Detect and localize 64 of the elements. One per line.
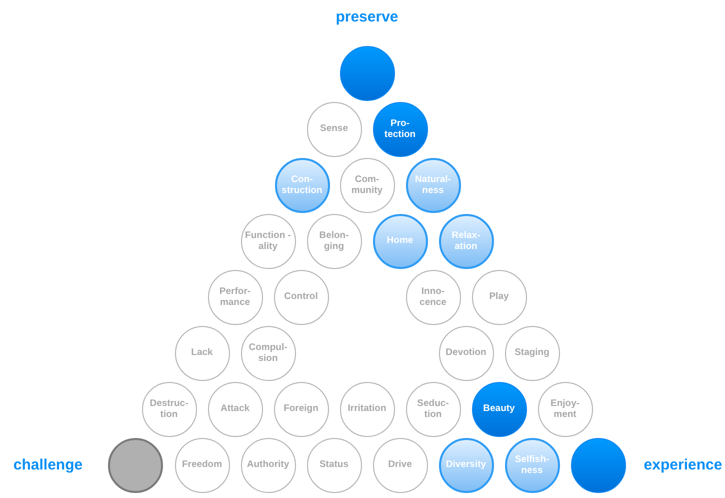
node-label: Pro- tection — [383, 118, 417, 140]
circle-node — [438, 438, 494, 492]
circle-node — [406, 382, 460, 436]
node-label: Enjoy- ment — [549, 398, 581, 420]
node-label: Attack — [219, 403, 251, 415]
circle-node — [240, 214, 296, 268]
node-label: Status — [318, 459, 350, 471]
circle-node — [372, 438, 428, 492]
node-label: Diversity — [444, 459, 488, 471]
node-label: Belon- ging — [318, 230, 350, 252]
node-label: Inno- cence — [418, 286, 448, 308]
node-label: Sense — [319, 123, 349, 135]
circle-node — [306, 102, 362, 156]
node-label: Foreign — [282, 403, 320, 415]
circle-node — [340, 158, 394, 212]
node-label: Perfor- mance — [218, 286, 252, 308]
circle-node — [208, 382, 262, 436]
node-label: Seduc- tion — [416, 398, 450, 420]
node-label: Con- struction — [280, 174, 324, 196]
node-label: Relax- ation — [450, 230, 482, 252]
node-label: Beauty — [482, 403, 516, 415]
circle-node — [208, 270, 262, 324]
node-label: Devotion — [444, 347, 488, 359]
node-label: Freedom — [180, 459, 224, 471]
circle-node — [406, 270, 460, 324]
circle-node — [142, 382, 196, 436]
node-label: Irritation — [346, 403, 388, 415]
node-label: Control — [283, 291, 319, 303]
circle-node — [372, 214, 428, 268]
node-label: Function -ality — [244, 230, 292, 252]
node-label: Home — [386, 235, 414, 247]
circle-node — [274, 382, 328, 436]
filled-circle — [108, 438, 162, 492]
circle-node — [174, 438, 230, 492]
pole-label: challenge — [13, 456, 83, 474]
circle-node — [274, 158, 330, 212]
node-label: Authority — [246, 459, 290, 471]
circle-node — [306, 438, 362, 492]
circle-node — [472, 270, 526, 324]
node-label: Drive — [387, 459, 413, 471]
node-label: Selfish- ness — [514, 454, 550, 476]
pole-label: experience — [644, 456, 722, 474]
node-label: Destruc- tion — [148, 398, 190, 420]
circle-node — [504, 326, 560, 380]
circle-node — [174, 326, 230, 380]
circle-node — [438, 214, 494, 268]
circle-node — [372, 102, 428, 156]
node-label: Lack — [190, 347, 214, 359]
filled-circle — [570, 438, 626, 492]
circle-node — [406, 158, 460, 212]
node-label: Com- munity — [350, 174, 384, 196]
circle-node — [472, 382, 526, 436]
circle-node — [274, 270, 328, 324]
circle-node — [538, 382, 592, 436]
node-label: Play — [488, 291, 510, 303]
circle-node — [504, 438, 560, 492]
node-label: Staging — [514, 347, 550, 359]
circle-node — [240, 438, 296, 492]
node-label: Natural- ness — [414, 174, 452, 196]
node-label: Compul- sion — [248, 342, 288, 364]
circle-node — [240, 326, 296, 380]
pole-label: preserve — [336, 8, 398, 26]
circle-node — [306, 214, 362, 268]
circle-node — [438, 326, 494, 380]
